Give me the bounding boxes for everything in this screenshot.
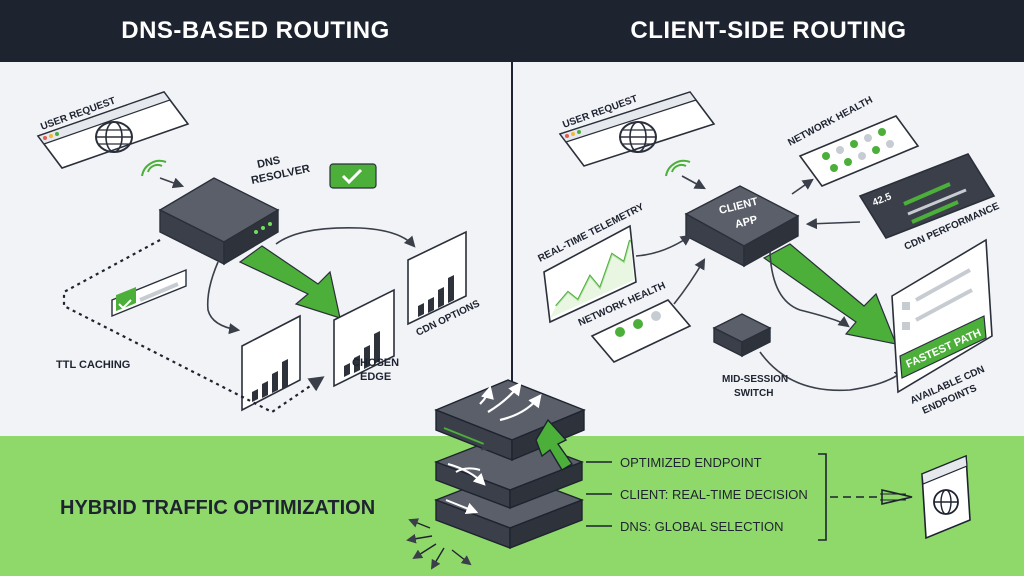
wifi-icon <box>141 159 167 177</box>
scatter-arrows-icon <box>406 518 472 570</box>
chosen-route-arrow <box>238 245 341 319</box>
client-app-label-2: APP <box>734 214 759 231</box>
globe-icon <box>619 121 657 153</box>
telemetry-chart-card <box>543 224 637 324</box>
dns-routing-title: DNS-BASED ROUTING <box>121 17 390 44</box>
network-health-panel-bottom <box>590 299 692 363</box>
client-routing-title: CLIENT-SIDE ROUTING <box>630 17 907 44</box>
ttl-caching-loop <box>62 239 325 414</box>
checkmark-icon <box>329 163 377 189</box>
cdn-performance-panel <box>858 153 996 239</box>
fastest-path-arrow <box>762 243 897 345</box>
arrow-resolver-to-options <box>275 227 416 248</box>
mid-session-label-2: SWITCH <box>734 388 773 399</box>
client-app-device <box>684 185 800 268</box>
client-user-request-browser <box>558 91 716 167</box>
ttl-cache-card <box>111 268 187 318</box>
dns-resolver-device <box>158 177 280 266</box>
curved-arrows-icon <box>479 381 542 422</box>
wifi-icon <box>665 159 691 177</box>
arrow-resolver-to-edge <box>206 261 241 335</box>
available-endpoints-panel <box>891 238 993 394</box>
header-client-routing: CLIENT-SIDE ROUTING <box>513 0 1024 62</box>
chosen-edge-label-1: CHOSEN <box>352 357 399 369</box>
signal-bars-icon <box>252 359 288 402</box>
hybrid-title: HYBRID TRAFFIC OPTIMIZATION <box>60 497 375 519</box>
panel-divider <box>511 0 513 436</box>
optimized-browser-window <box>921 454 971 540</box>
cursor-arrow-icon <box>535 418 574 471</box>
chosen-edge-card <box>333 288 395 388</box>
ttl-caching-label: TTL CACHING <box>56 359 130 371</box>
mid-session-label-1: MID-SESSION <box>722 374 788 385</box>
layer-optimized-label: OPTIMIZED ENDPOINT <box>620 455 762 470</box>
layer-dns-label: DNS: GLOBAL SELECTION <box>620 519 784 534</box>
chosen-edge-label-2: EDGE <box>360 371 391 383</box>
signal-bars-icon <box>418 275 454 317</box>
globe-icon <box>95 121 133 153</box>
signal-bars-icon <box>344 331 380 377</box>
mid-session-switch-device <box>712 313 772 358</box>
dns-resolver-label-1: DNS <box>256 154 281 171</box>
header-dns-routing: DNS-BASED ROUTING <box>0 0 511 62</box>
layer-client-label: CLIENT: REAL-TIME DECISION <box>620 487 808 502</box>
layers-bracket <box>818 453 827 541</box>
globe-icon <box>933 489 959 515</box>
network-health-panel-top <box>798 115 920 187</box>
